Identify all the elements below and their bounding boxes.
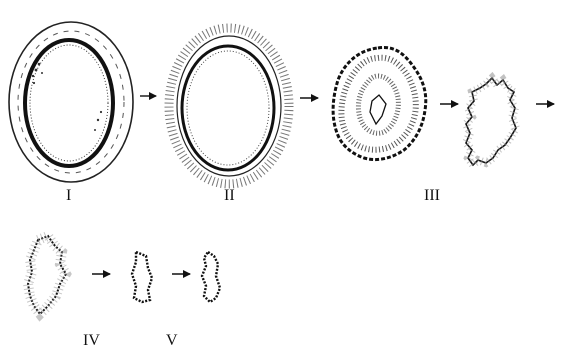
stage-1-figure (9, 22, 133, 182)
stage-5b-figure (202, 252, 220, 302)
stage-3-shrunken-figure (466, 78, 516, 165)
label-stage-4: IV (83, 332, 100, 349)
label-stage-3: III (424, 187, 440, 204)
label-stage-5: V (166, 332, 178, 349)
stage-4-figure (28, 236, 66, 314)
stage-3-figure (333, 47, 426, 159)
stage-5a-figure (132, 252, 152, 302)
stage-2-figure (169, 28, 289, 184)
label-stage-2: II (224, 187, 235, 204)
label-stage-1: I (66, 187, 71, 204)
